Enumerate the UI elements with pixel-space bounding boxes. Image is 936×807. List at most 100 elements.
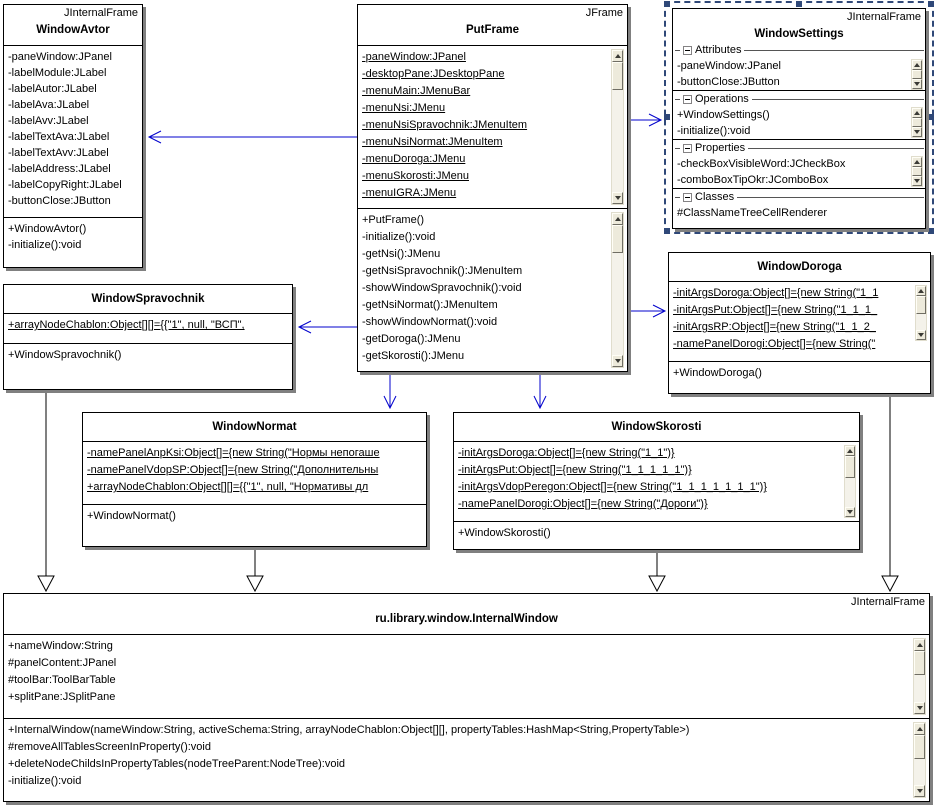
selection-handle[interactable] bbox=[928, 228, 934, 234]
scrollbar[interactable] bbox=[611, 212, 624, 368]
class-box-windownormat[interactable]: WindowNormat -namePanelAnpKsi:Object[]={… bbox=[82, 412, 427, 547]
section-header-attributes: Attributes bbox=[673, 42, 925, 58]
method-row: -initialize():void bbox=[362, 231, 436, 243]
method-row: -getNsi():JMenu bbox=[362, 248, 441, 260]
collapse-icon[interactable] bbox=[683, 45, 692, 55]
method-row: #removeAllTablesScreenInProperty():void bbox=[8, 741, 211, 753]
scroll-down-icon[interactable] bbox=[914, 702, 925, 714]
scroll-up-icon[interactable] bbox=[612, 213, 623, 225]
class-name: PutFrame bbox=[465, 24, 520, 36]
scroll-thumb[interactable] bbox=[612, 225, 623, 253]
scrollbar[interactable] bbox=[913, 638, 926, 715]
class-box-windowsettings[interactable]: JInternalFrame WindowSettings Attributes… bbox=[672, 8, 926, 229]
scroll-up-icon[interactable] bbox=[916, 286, 926, 296]
open-arrowhead-icon bbox=[652, 304, 667, 318]
scroll-down-icon[interactable] bbox=[845, 507, 855, 517]
section-label: Classes bbox=[695, 191, 735, 203]
collapse-icon[interactable] bbox=[683, 143, 692, 153]
attribute-row: #toolBar:ToolBarTable bbox=[8, 674, 116, 686]
scroll-down-icon[interactable] bbox=[612, 355, 623, 367]
selection-handle[interactable] bbox=[664, 228, 670, 234]
selection-handle[interactable] bbox=[664, 1, 670, 7]
attribute-row: -labelAddress:JLabel bbox=[8, 163, 111, 175]
class-name: WindowNormat bbox=[212, 421, 297, 433]
selection-handle[interactable] bbox=[796, 1, 802, 7]
class-box-windowskorosti[interactable]: WindowSkorosti -initArgsDoroga:Object[]=… bbox=[453, 412, 860, 550]
scroll-down-icon[interactable] bbox=[612, 192, 623, 204]
attribute-row: +arrayNodeChablon:Object[][]={{"1", null… bbox=[8, 319, 245, 331]
attribute-row: -initArgsPut:Object[]={new String("1_1_1… bbox=[673, 304, 878, 316]
selection-handle[interactable] bbox=[796, 228, 802, 234]
attribute-row: -paneWindow:JPanel bbox=[8, 51, 112, 63]
scrollbar[interactable] bbox=[913, 722, 926, 798]
method-row: +WindowAvtor() bbox=[8, 223, 87, 235]
attribute-row: -labelAutor:JLabel bbox=[8, 83, 97, 95]
scroll-up-icon[interactable] bbox=[912, 108, 922, 118]
scroll-down-icon[interactable] bbox=[914, 785, 925, 797]
scroll-thumb[interactable] bbox=[912, 70, 922, 79]
scroll-up-icon[interactable] bbox=[914, 639, 925, 651]
scroll-up-icon[interactable] bbox=[912, 60, 922, 70]
scrollbar[interactable] bbox=[844, 445, 856, 518]
scroll-up-icon[interactable] bbox=[914, 723, 925, 735]
scroll-thumb[interactable] bbox=[912, 167, 922, 176]
attribute-row: -labelCopyRight:JLabel bbox=[8, 179, 122, 191]
selection-handle[interactable] bbox=[928, 1, 934, 7]
scroll-up-icon[interactable] bbox=[912, 157, 922, 167]
selection-frame[interactable] bbox=[664, 1, 934, 234]
scrollbar[interactable] bbox=[611, 49, 624, 205]
attribute-row: -menuNsi:JMenu bbox=[362, 102, 446, 114]
method-row: +PutFrame() bbox=[362, 214, 425, 226]
scroll-thumb[interactable] bbox=[914, 735, 925, 759]
scroll-up-icon[interactable] bbox=[612, 50, 623, 62]
triangle-arrowhead-icon bbox=[37, 575, 55, 593]
selection-handle[interactable] bbox=[664, 114, 670, 120]
scroll-thumb[interactable] bbox=[916, 296, 926, 314]
attribute-row: -labelTextAva:JLabel bbox=[8, 131, 110, 143]
collapse-icon[interactable] bbox=[683, 192, 692, 202]
class-name: ru.library.window.InternalWindow bbox=[375, 613, 558, 625]
scroll-down-icon[interactable] bbox=[916, 330, 926, 340]
scrollbar[interactable] bbox=[915, 285, 927, 341]
scroll-thumb[interactable] bbox=[912, 118, 922, 127]
stereotype-label: JInternalFrame bbox=[64, 7, 138, 19]
class-box-internalwindow[interactable]: JInternalFrame ru.library.window.Interna… bbox=[3, 593, 930, 802]
method-row: -showWindowSpravochnik():void bbox=[362, 282, 522, 294]
class-box-windowspravochnik[interactable]: WindowSpravochnik +arrayNodeChablon:Obje… bbox=[3, 284, 293, 390]
scroll-thumb[interactable] bbox=[612, 62, 623, 90]
attribute-row: -menuNsiNormat:JMenuItem bbox=[362, 136, 503, 148]
scroll-thumb[interactable] bbox=[914, 651, 925, 675]
class-name: WindowSettings bbox=[754, 28, 844, 40]
class-name: WindowDoroga bbox=[757, 261, 842, 273]
scroll-up-icon[interactable] bbox=[845, 446, 855, 456]
section-item-row: -checkBoxVisibleWord:JCheckBox bbox=[677, 158, 846, 170]
scroll-down-icon[interactable] bbox=[912, 79, 922, 89]
class-box-windowdoroga[interactable]: WindowDoroga -initArgsDoroga:Object[]={n… bbox=[668, 252, 931, 394]
scrollbar[interactable] bbox=[911, 156, 923, 187]
section-header-classes: Classes bbox=[673, 189, 925, 205]
class-box-putframe[interactable]: JFrame PutFrame -paneWindow:JPanel -desk… bbox=[357, 4, 628, 372]
method-row: -initialize():void bbox=[8, 239, 82, 251]
attribute-row: -buttonClose:JButton bbox=[8, 195, 111, 207]
attribute-row: -initArgsRP:Object[]={new String("1_1_2_ bbox=[673, 321, 876, 333]
attribute-row: +nameWindow:String bbox=[8, 640, 113, 652]
scroll-thumb[interactable] bbox=[845, 456, 855, 478]
scrollbar[interactable] bbox=[911, 59, 923, 90]
attribute-row: -initArgsVdopPeregon:Object[]={new Strin… bbox=[458, 481, 767, 493]
section-item-row: -initialize():void bbox=[677, 125, 751, 137]
attribute-row: -menuSkorosti:JMenu bbox=[362, 170, 469, 182]
collapse-icon[interactable] bbox=[683, 94, 692, 104]
scroll-down-icon[interactable] bbox=[912, 176, 922, 186]
attribute-row: -namePanelDorogi:Object[]={new String("Д… bbox=[458, 498, 708, 510]
attribute-row: +splitPane:JSplitPane bbox=[8, 691, 116, 703]
triangle-arrowhead-icon bbox=[648, 575, 666, 593]
scroll-down-icon[interactable] bbox=[912, 127, 922, 137]
class-box-windowavtor[interactable]: JInternalFrame WindowAvtor -paneWindow:J… bbox=[3, 4, 143, 268]
section-item-row: #ClassNameTreeCellRenderer bbox=[677, 207, 827, 219]
attribute-row: -namePanelAnpKsi:Object[]={new String("Н… bbox=[87, 447, 380, 459]
attribute-row: -namePanelDorogi:Object[]={new String(" bbox=[673, 338, 876, 350]
scrollbar[interactable] bbox=[911, 107, 923, 138]
selection-handle[interactable] bbox=[928, 114, 934, 120]
attribute-row: -initArgsPut:Object[]={new String("1_1_1… bbox=[458, 464, 692, 476]
attribute-row: -initArgsDoroga:Object[]={new String("1_… bbox=[673, 287, 879, 299]
